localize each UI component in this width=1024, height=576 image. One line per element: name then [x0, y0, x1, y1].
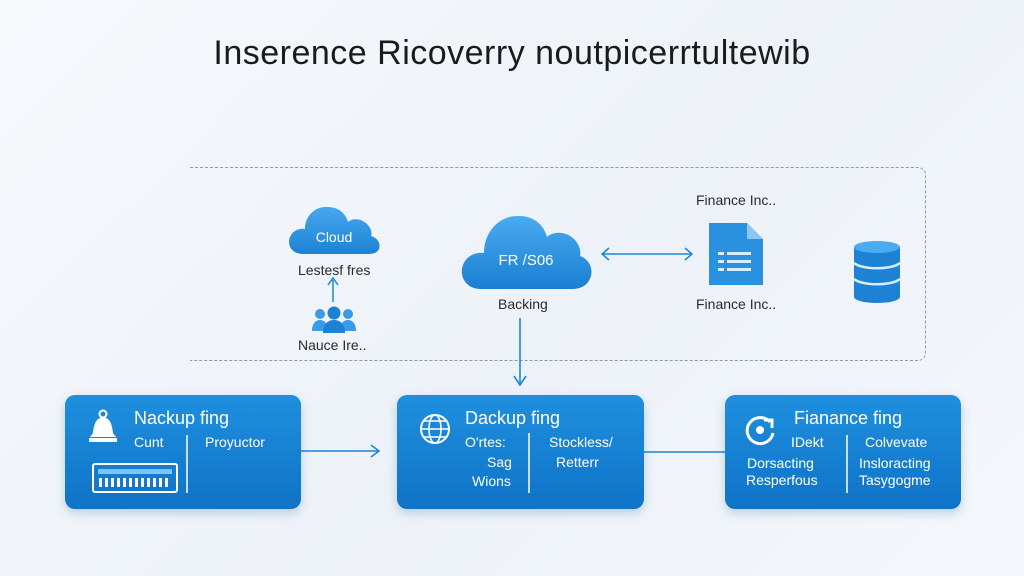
- document-icon: [709, 223, 763, 285]
- card-title: Dackup fing: [465, 408, 561, 428]
- center-cloud-label: FR /S06: [498, 252, 554, 269]
- bidirectional-arrow-connector: [600, 247, 694, 261]
- card-title: Nackup fing: [134, 408, 230, 428]
- card-nackup[interactable]: Nackup fing Cunt Proyuctor: [65, 395, 301, 509]
- line-connector: [644, 451, 726, 453]
- left-cloud-label: Cloud: [315, 229, 353, 245]
- card-col1-line: Sag: [487, 454, 512, 470]
- people-icon: [312, 306, 356, 333]
- card-fianance[interactable]: Fianance fing IDekt Dorsacting Resperfou…: [725, 395, 961, 509]
- server-icon: [92, 463, 178, 493]
- card-col2-line: Retterr: [556, 454, 599, 470]
- globe-icon: [420, 414, 450, 444]
- document-caption-bottom: Finance Inc..: [696, 296, 777, 312]
- card-col1-line: Dorsacting: [747, 455, 814, 471]
- refresh-icon: [745, 416, 775, 446]
- database-icon: [853, 241, 901, 303]
- arrow-down-connector: [513, 318, 527, 387]
- card-divider: [846, 435, 848, 493]
- center-cloud-caption: Backing: [498, 296, 548, 312]
- card-col2-line: Proyuctor: [205, 434, 265, 450]
- left-cloud-caption: Lestesf fres: [298, 262, 371, 278]
- system-boundary: [190, 167, 926, 361]
- card-divider: [528, 433, 530, 493]
- arrow-right-connector: [300, 444, 381, 458]
- card-col1-line: IDekt: [791, 434, 824, 450]
- people-caption: Nauce Ire..: [298, 337, 367, 353]
- card-col1-line: O'rtes:: [465, 434, 506, 450]
- cloud-icon: [289, 206, 380, 254]
- card-divider: [186, 435, 188, 493]
- card-col1-line: Resperfous: [746, 472, 818, 488]
- page-title: Inserence Ricoverry noutpicerrtultewib: [213, 34, 811, 72]
- card-col1-line: Wions: [472, 473, 511, 489]
- card-dackup[interactable]: Dackup fing O'rtes: Sag Wions Stockless/…: [397, 395, 644, 509]
- arrow-up-connector: [327, 277, 339, 302]
- bell-icon: [89, 409, 117, 442]
- card-col2-line: Colvevate: [865, 434, 928, 450]
- document-caption-top: Finance Inc..: [696, 192, 777, 208]
- card-col2-line: Insloracting: [859, 455, 931, 471]
- card-col2-line: Tasygogme: [859, 472, 931, 488]
- card-col2-line: Stockless/: [549, 434, 613, 450]
- cloud-icon: [461, 215, 592, 289]
- card-col1-line: Cunt: [134, 434, 164, 450]
- card-title: Fianance fing: [794, 408, 903, 428]
